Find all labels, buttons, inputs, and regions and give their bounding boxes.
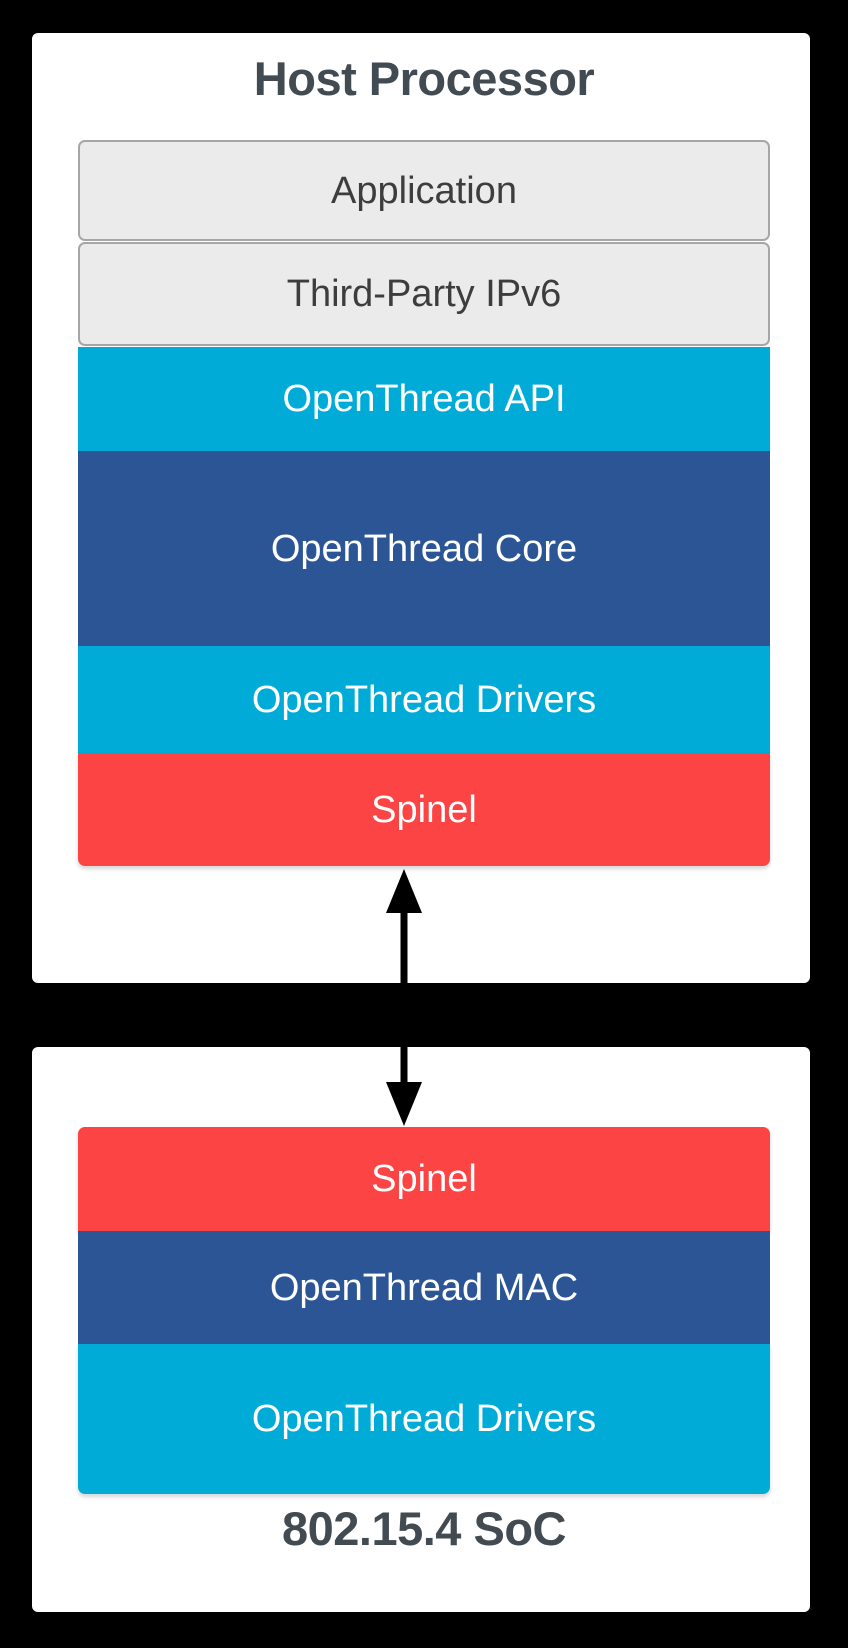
layer-application-label: Application — [331, 169, 517, 212]
layer-openthread-core-label: OpenThread Core — [270, 527, 578, 570]
layer-openthread-core: OpenThread Core — [78, 451, 770, 646]
layer-application: Application — [78, 140, 770, 241]
layer-openthread-mac-label: OpenThread MAC — [269, 1266, 579, 1309]
layer-openthread-drivers-soc-label: OpenThread Drivers — [251, 1398, 597, 1440]
layer-openthread-mac: OpenThread MAC — [78, 1231, 770, 1344]
layer-spinel-host-label: Spinel — [371, 788, 477, 831]
layer-openthread-drivers-host-label: OpenThread Drivers — [251, 678, 597, 721]
layer-openthread-drivers-host: OpenThread Drivers — [78, 646, 770, 753]
layer-spinel-soc: Spinel — [78, 1127, 770, 1231]
panel-soc-caption: 802.15.4 SoC — [281, 1502, 567, 1555]
layer-openthread-api-label: OpenThread API — [282, 378, 566, 420]
layer-openthread-drivers-soc: OpenThread Drivers — [78, 1344, 770, 1494]
layer-third-party-ipv6-label: Third-Party IPv6 — [286, 273, 562, 315]
layer-third-party-ipv6: Third-Party IPv6 — [78, 242, 770, 346]
layer-spinel-host: Spinel — [78, 753, 770, 866]
panel-host-processor-caption: Host Processor — [253, 52, 595, 105]
layer-openthread-api: OpenThread API — [78, 347, 770, 451]
layer-spinel-soc-label: Spinel — [371, 1158, 477, 1200]
